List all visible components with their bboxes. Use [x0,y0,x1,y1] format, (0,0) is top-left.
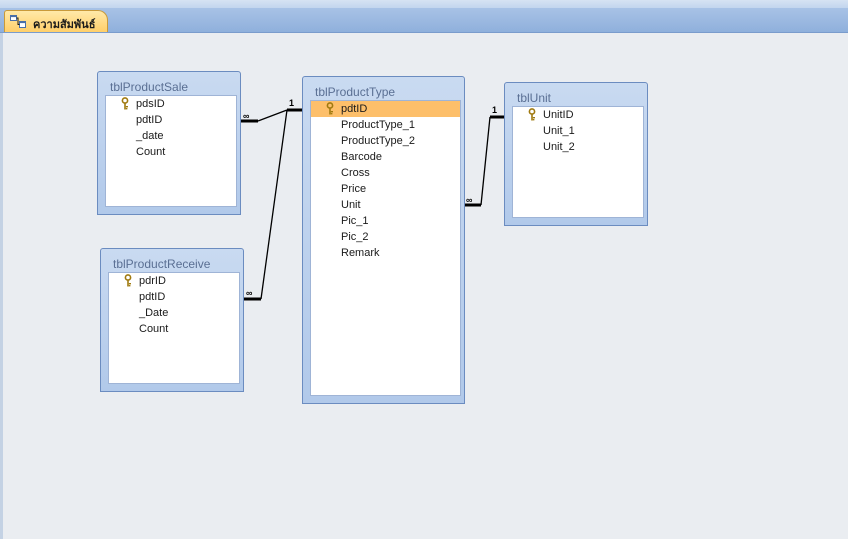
field-unit[interactable]: Unit [311,197,460,213]
table-title: tblProductReceive [113,257,211,271]
field-list[interactable]: pdsID pdtID _date Count [105,95,237,207]
field-pdsID[interactable]: pdsID [106,96,236,112]
primary-key-icon [121,97,129,110]
relationships-icon [10,15,26,28]
table-tblUnit[interactable]: tblUnit UnitID Unit_1 Unit_2 [504,82,648,226]
field-count[interactable]: Count [109,321,239,337]
tab-label: ความสัมพันธ์ [33,19,96,31]
field-name: ProductType_1 [341,119,415,131]
table-title: tblProductType [315,85,396,99]
field-remark[interactable]: Remark [311,245,460,261]
table-tblProductReceive[interactable]: tblProductReceive pdrID pdtID _Date Coun… [100,248,244,392]
tab-relationships[interactable]: ความสัมพันธ์ [4,10,108,32]
field-list[interactable]: pdtID ProductType_1 ProductType_2 Barcod… [310,100,461,396]
field-pdtID[interactable]: pdtID [106,112,236,128]
field-name: pdrID [139,275,166,287]
field-list[interactable]: pdrID pdtID _Date Count [108,272,240,384]
field-unit-2[interactable]: Unit_2 [513,139,643,155]
field-name: pdtID [139,291,166,303]
field-name: _Date [139,307,169,319]
primary-key-icon [528,108,536,121]
field-name: pdsID [136,98,165,110]
field-unitID[interactable]: UnitID [513,107,643,123]
field-name: UnitID [543,109,574,121]
field-date[interactable]: _Date [109,305,239,321]
field-name: Remark [341,247,380,259]
field-barcode[interactable]: Barcode [311,149,460,165]
field-name: Unit_2 [543,141,575,153]
field-producttype-1[interactable]: ProductType_1 [311,117,460,133]
field-name: Cross [341,167,370,179]
field-pdrID[interactable]: pdrID [109,273,239,289]
table-tblProductType[interactable]: tblProductType pdtID ProductType_1 Produ… [302,76,465,404]
field-name: ProductType_2 [341,135,415,147]
primary-key-icon [326,102,334,115]
field-pdtID[interactable]: pdtID [311,101,460,117]
field-name: pdtID [136,114,163,126]
table-title: tblProductSale [110,80,189,94]
field-cross[interactable]: Cross [311,165,460,181]
field-date[interactable]: _date [106,128,236,144]
table-tblProductSale[interactable]: tblProductSale pdsID pdtID _date Count [97,71,241,215]
field-name: Price [341,183,367,195]
window-top-strip [0,0,848,8]
field-pdtID[interactable]: pdtID [109,289,239,305]
field-name: Unit_1 [543,125,575,137]
field-list[interactable]: UnitID Unit_1 Unit_2 [512,106,644,218]
field-price[interactable]: Price [311,181,460,197]
field-name: Pic_1 [341,215,369,227]
field-name: _date [136,130,164,142]
field-pic-1[interactable]: Pic_1 [311,213,460,229]
field-name: Unit [341,199,361,211]
field-producttype-2[interactable]: ProductType_2 [311,133,460,149]
field-pic-2[interactable]: Pic_2 [311,229,460,245]
field-unit-1[interactable]: Unit_1 [513,123,643,139]
table-title: tblUnit [517,91,552,105]
field-count[interactable]: Count [106,144,236,160]
field-name: Count [136,146,166,158]
primary-key-icon [124,274,132,287]
document-tab-bar: ความสัมพันธ์ [0,8,848,33]
field-name: Count [139,323,169,335]
field-name: pdtID [341,103,368,115]
field-name: Barcode [341,151,382,163]
field-name: Pic_2 [341,231,369,243]
